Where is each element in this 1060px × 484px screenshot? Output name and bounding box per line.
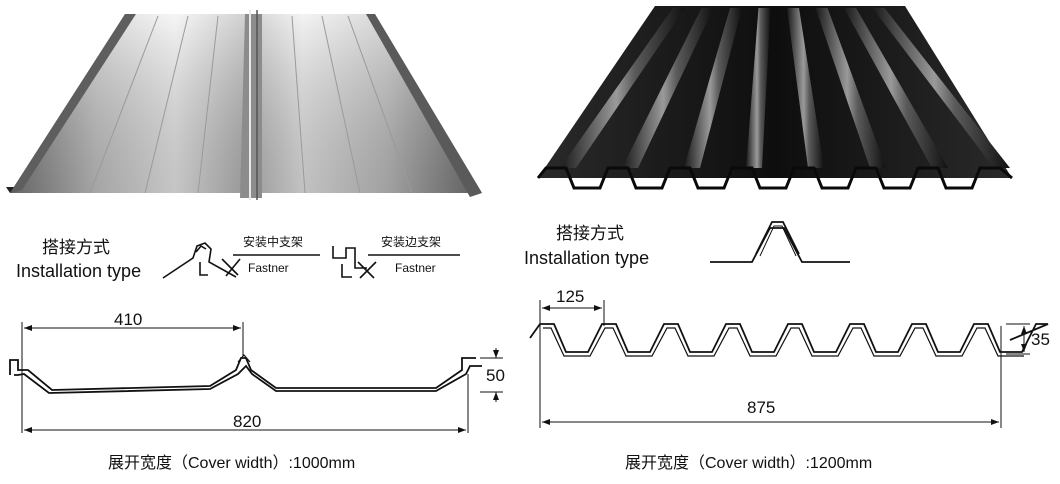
left-install-title-cn: 搭接方式 [42, 238, 110, 257]
fastener-middle-diagram [162, 242, 320, 279]
panel-rib [684, 8, 742, 168]
dim-width-right: 875 [747, 398, 776, 417]
dim-pitch: 125 [556, 287, 585, 306]
standing-seam-profile [9, 354, 482, 394]
right-dimension-lines [539, 300, 1030, 428]
dim-height-left: 50 [486, 366, 505, 385]
fastener-edge-label-cn: 安装边支架 [381, 235, 442, 249]
left-dimension-lines [21, 322, 503, 433]
corrugated-panel-image [536, 6, 1013, 190]
standing-seam-panel-image [6, 10, 482, 200]
corrugated-profile [529, 323, 1049, 357]
right-install-title-en: Installation type [524, 248, 650, 268]
right-cover-width: 展开宽度（Cover width）:1200mm [625, 455, 873, 472]
overlap-diagram [710, 221, 850, 263]
left-cover-width: 展开宽度（Cover width）:1000mm [108, 455, 356, 472]
fastener-edge-diagram [332, 246, 460, 279]
panel-rib [560, 8, 685, 168]
fastener-middle-label-en: Fastner [248, 261, 289, 275]
left-install-title-en: Installation type [16, 261, 142, 281]
panel-rib [622, 8, 714, 168]
dim-height-right: 35 [1031, 330, 1050, 349]
dim-rib-spacing: 410 [114, 310, 143, 329]
panel-rib [815, 8, 886, 168]
panel-rib [787, 8, 824, 168]
panel-rib [844, 8, 948, 168]
right-install-title-cn: 搭接方式 [556, 224, 624, 243]
fastener-edge-label-en: Fastner [395, 261, 436, 275]
dim-width-left: 820 [233, 412, 262, 431]
fastener-middle-label-cn: 安装中支架 [243, 235, 304, 249]
panel-rib [746, 8, 771, 168]
panel-rib [872, 8, 1010, 168]
